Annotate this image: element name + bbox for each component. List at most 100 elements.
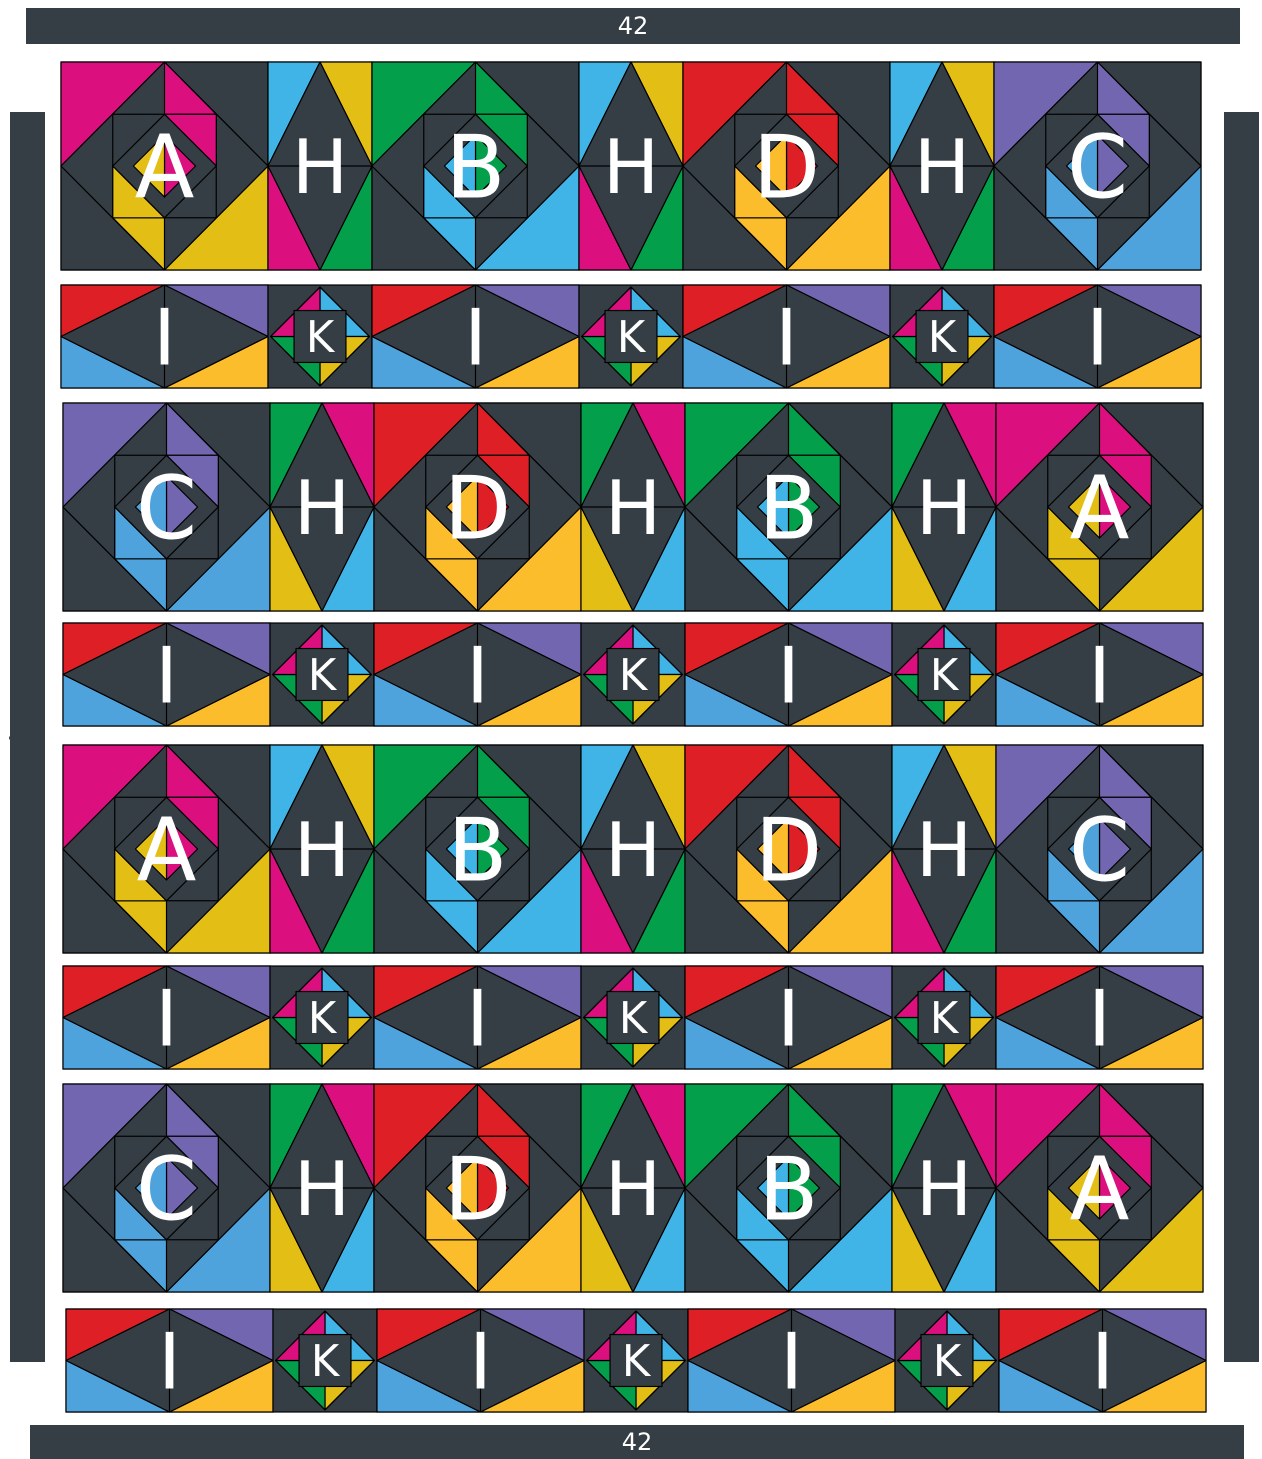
block-h: H (581, 1084, 685, 1292)
block-letter: K (930, 994, 960, 1044)
block-h: H (892, 403, 996, 611)
block-letter: B (448, 799, 508, 901)
block-letter: C (136, 1138, 197, 1240)
block-letter: I (1088, 974, 1111, 1064)
block-letter: I (777, 631, 800, 721)
block-k: K (892, 966, 996, 1069)
block-i: I (996, 623, 1203, 726)
block-k: K (581, 966, 685, 1069)
block-d: D (374, 1084, 581, 1292)
block-i: I (63, 966, 270, 1069)
block-letter: H (294, 465, 350, 552)
block-k: K (270, 966, 374, 1069)
block-b: B (685, 1084, 892, 1292)
block-i: I (66, 1309, 273, 1412)
block-letter: I (1086, 293, 1109, 383)
block-b: B (374, 745, 581, 953)
block-letter: I (775, 293, 798, 383)
block-d: D (374, 403, 581, 611)
block-letter: I (153, 293, 176, 383)
block-letter: D (444, 1138, 511, 1240)
block-i: I (685, 623, 892, 726)
block-letter: K (619, 651, 649, 701)
block-i: I (372, 285, 579, 388)
block-k: K (890, 285, 994, 388)
block-letter: I (464, 293, 487, 383)
block-letter: I (1091, 1317, 1114, 1407)
block-a: A (996, 403, 1203, 611)
block-k: K (895, 1309, 999, 1412)
block-letter: D (444, 457, 511, 559)
block-h: H (270, 403, 374, 611)
block-i: I (994, 285, 1201, 388)
block-letter: H (914, 124, 970, 211)
block-i: I (374, 966, 581, 1069)
block-i: I (996, 966, 1203, 1069)
block-letter: A (135, 116, 195, 218)
block-k: K (892, 623, 996, 726)
block-h: H (890, 62, 994, 270)
block-i: I (683, 285, 890, 388)
block-letter: C (1067, 116, 1128, 218)
block-h: H (268, 62, 372, 270)
block-letter: I (466, 974, 489, 1064)
block-letter: H (605, 465, 661, 552)
block-letter: I (466, 631, 489, 721)
block-letter: I (155, 974, 178, 1064)
block-letter: B (759, 457, 819, 559)
block-letter: K (306, 313, 336, 363)
block-c: C (994, 62, 1201, 270)
block-h: H (892, 745, 996, 953)
block-letter: K (311, 1337, 341, 1387)
block-letter: K (933, 1337, 963, 1387)
block-a: A (61, 62, 268, 270)
block-letter: C (136, 457, 197, 559)
block-letter: K (928, 313, 958, 363)
block-d: D (685, 745, 892, 953)
block-letter: B (759, 1138, 819, 1240)
block-c: C (996, 745, 1203, 953)
block-a: A (996, 1084, 1203, 1292)
block-letter: I (780, 1317, 803, 1407)
block-letter: K (622, 1337, 652, 1387)
block-letter: C (1069, 799, 1130, 901)
block-letter: A (1070, 1138, 1130, 1240)
block-k: K (273, 1309, 377, 1412)
block-i: I (377, 1309, 584, 1412)
block-b: B (685, 403, 892, 611)
block-d: D (683, 62, 890, 270)
block-letter: H (603, 124, 659, 211)
block-k: K (270, 623, 374, 726)
block-k: K (268, 285, 372, 388)
block-letter: H (294, 1146, 350, 1233)
block-letter: H (916, 465, 972, 552)
block-letter: H (916, 807, 972, 894)
block-letter: H (292, 124, 348, 211)
block-letter: I (469, 1317, 492, 1407)
block-k: K (579, 285, 683, 388)
block-letter: H (605, 1146, 661, 1233)
block-k: K (584, 1309, 688, 1412)
block-h: H (270, 745, 374, 953)
block-letter: K (619, 994, 649, 1044)
block-a: A (63, 745, 270, 953)
block-b: B (372, 62, 579, 270)
block-i: I (685, 966, 892, 1069)
block-letter: I (155, 631, 178, 721)
block-letter: A (1070, 457, 1130, 559)
block-h: H (892, 1084, 996, 1292)
block-letter: K (308, 994, 338, 1044)
block-letter: K (930, 651, 960, 701)
block-row: CHDHBHA (63, 1084, 1203, 1292)
block-row: CHDHBHA (63, 403, 1203, 611)
block-i: I (999, 1309, 1206, 1412)
block-c: C (63, 403, 270, 611)
block-i: I (61, 285, 268, 388)
block-h: H (270, 1084, 374, 1292)
